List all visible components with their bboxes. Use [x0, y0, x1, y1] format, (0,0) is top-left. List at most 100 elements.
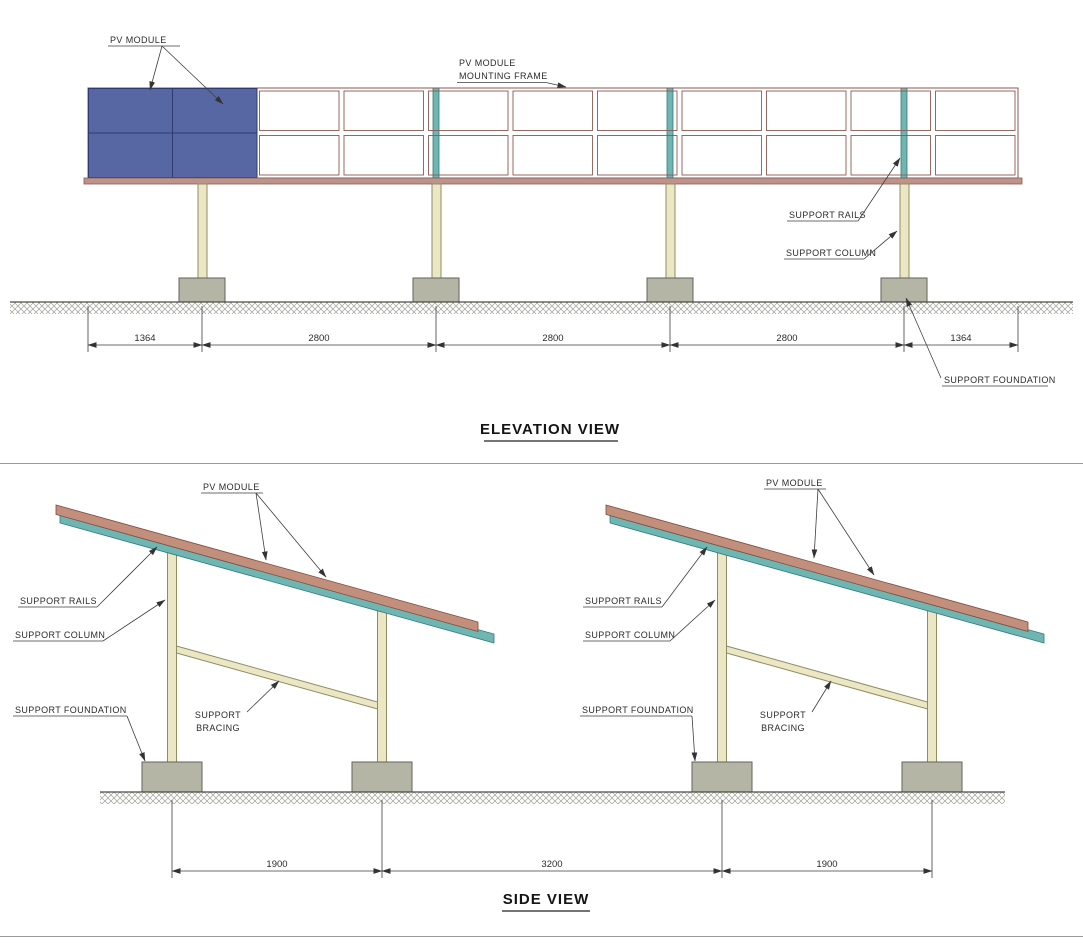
leader-line [863, 230, 898, 260]
label-text: SUPPORT RAILS [20, 596, 97, 606]
pv-module-panel [88, 132, 173, 178]
support-column-front [927, 609, 937, 763]
label-text: SUPPORT [760, 710, 806, 720]
label-text: SUPPORT FOUNDATION [944, 375, 1056, 385]
dimension-text: 3200 [541, 859, 562, 870]
elevation-dimensions: 1364 2800 2800 2800 1364 [87, 306, 1019, 352]
frame-bay [343, 90, 424, 176]
leader-line [691, 715, 698, 762]
leader-line [817, 488, 875, 576]
pv-module-panel [172, 132, 258, 178]
frame-bay [597, 90, 678, 176]
side-dimensions: 1900 3200 1900 [171, 800, 933, 878]
support-column [197, 183, 208, 279]
side-title: SIDE VIEW [503, 891, 590, 908]
dimension-text: 1900 [266, 859, 287, 870]
support-bracing [176, 645, 378, 710]
frame-bay [850, 90, 931, 176]
support-foundation [351, 761, 413, 793]
label-text: SUPPORT COLUMN [786, 248, 876, 258]
leader-line [811, 488, 819, 559]
leader-line [545, 82, 567, 88]
leader-line [255, 492, 268, 561]
ground-hatch [10, 302, 1073, 314]
support-column [431, 183, 442, 279]
support-column [665, 183, 676, 279]
side-left-label-support-bracing: SUPPORT BRACING [195, 680, 280, 733]
leader-line [905, 297, 942, 379]
leader-line [102, 599, 166, 642]
pv-module [55, 504, 479, 633]
leader-line [161, 45, 224, 105]
side-right-label-support-column: SUPPORT COLUMN [583, 599, 716, 642]
dimension-text: 1364 [950, 333, 971, 344]
leader-line [811, 680, 832, 713]
frame-bottom-rail [83, 177, 1023, 185]
label-text: MOUNTING FRAME [459, 71, 548, 81]
frame-bay [935, 90, 1016, 176]
support-column-front [377, 609, 387, 763]
label-text: PV MODULE [203, 482, 260, 492]
support-foundation [880, 277, 928, 303]
leader-line [661, 546, 708, 608]
dimension-text: 2800 [542, 333, 563, 344]
label-text: PV MODULE [110, 35, 167, 45]
frame-bay [681, 90, 762, 176]
dimension-text: 2800 [308, 333, 329, 344]
support-column-rear [167, 551, 177, 763]
support-rail-strip [432, 87, 440, 179]
dimension-text: 1900 [816, 859, 837, 870]
support-foundation [691, 761, 753, 793]
label-text: SUPPORT FOUNDATION [15, 705, 127, 715]
side-left-label-pv-module: PV MODULE [201, 482, 327, 578]
leader-line [857, 157, 901, 222]
frame-bay [428, 90, 509, 176]
label-text: BRACING [196, 723, 240, 733]
label-text: PV MODULE [766, 478, 823, 488]
support-rail-strip [900, 87, 908, 179]
leader-line [126, 715, 146, 762]
leader-line [246, 680, 280, 713]
label-text: SUPPORT COLUMN [585, 630, 675, 640]
label-text: SUPPORT FOUNDATION [582, 705, 694, 715]
side-right-label-support-rails: SUPPORT RAILS [583, 546, 708, 608]
support-foundation [901, 761, 963, 793]
elevation-label-support-column: SUPPORT COLUMN [784, 230, 898, 260]
ground-hatch [100, 792, 1005, 804]
support-foundation [178, 277, 226, 303]
side-left-label-support-column: SUPPORT COLUMN [13, 599, 166, 642]
support-foundation [412, 277, 460, 303]
side-right-label-support-bracing: SUPPORT BRACING [760, 680, 832, 733]
frame-bay [259, 90, 340, 176]
elevation-title: ELEVATION VIEW [480, 421, 620, 438]
leader-line [96, 546, 158, 608]
label-text: SUPPORT [195, 710, 241, 720]
elevation-label-support-foundation: SUPPORT FOUNDATION [905, 297, 1056, 387]
label-text: BRACING [761, 723, 805, 733]
side-right-label-support-foundation: SUPPORT FOUNDATION [580, 705, 698, 762]
leader-line [669, 599, 716, 642]
side-left-label-support-rails: SUPPORT RAILS [18, 546, 158, 608]
pv-module-panel [88, 88, 173, 134]
side-left-label-support-foundation: SUPPORT FOUNDATION [13, 705, 146, 762]
side-view: 1900 3200 1900 PV MODULE SUPPORT RAILS S… [13, 478, 1045, 912]
elevation-view: 1364 2800 2800 2800 1364 PV MODULE PV MO… [10, 35, 1073, 442]
leader-line [149, 45, 163, 91]
side-right-label-pv-module: PV MODULE [764, 478, 875, 576]
label-text: SUPPORT COLUMN [15, 630, 105, 640]
elevation-label-pv-module: PV MODULE [108, 35, 224, 105]
elevation-label-support-rails: SUPPORT RAILS [787, 157, 901, 222]
support-rail-strip [666, 87, 674, 179]
support-bracing [726, 645, 928, 710]
label-text: PV MODULE [459, 58, 516, 68]
label-text: SUPPORT RAILS [789, 210, 866, 220]
support-foundation [141, 761, 203, 793]
label-text: SUPPORT RAILS [585, 596, 662, 606]
support-column [899, 183, 910, 279]
dimension-text: 2800 [776, 333, 797, 344]
elevation-label-mounting-frame: PV MODULE MOUNTING FRAME [457, 58, 567, 88]
dimension-text: 1364 [134, 333, 155, 344]
leader-line [255, 492, 327, 578]
